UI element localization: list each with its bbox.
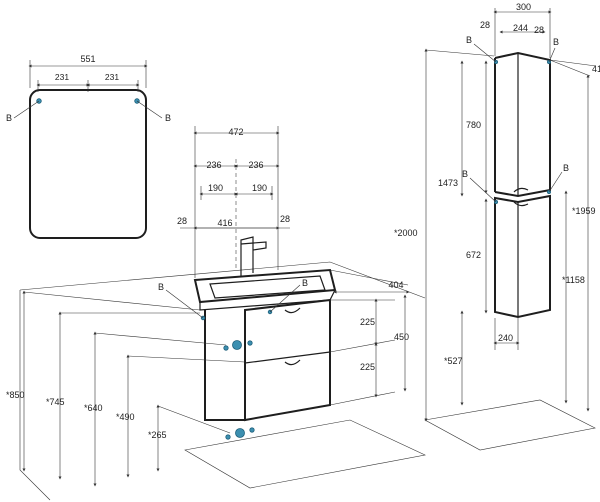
- drain-outlet-icon: [235, 428, 245, 438]
- height-745-label: *745: [46, 397, 65, 407]
- vanity-right-dimensions: 404 225 225 450: [329, 269, 410, 406]
- height-490-label: *490: [116, 412, 135, 422]
- column-upper-body: [494, 51, 551, 198]
- half-236-left-label: 236: [206, 160, 221, 170]
- mirror-half-right-label: 231: [105, 72, 119, 82]
- column-b-mid-right: B: [563, 163, 569, 173]
- height-265-label: *265: [148, 430, 167, 440]
- dim-190-right-label: 190: [252, 183, 267, 193]
- dim-28-left-label: 28: [177, 216, 187, 226]
- height-640-label: *640: [84, 403, 103, 413]
- faucet: [240, 236, 254, 276]
- vanity-width-label: 472: [228, 127, 243, 137]
- inlet-left-icon: [223, 345, 229, 351]
- mirror-b-left: B: [6, 113, 12, 123]
- column-672-label: 672: [466, 250, 481, 260]
- column-depth-300-label: 300: [516, 2, 531, 12]
- vanity-b-left: B: [158, 282, 164, 292]
- floor-planes: [19, 261, 596, 501]
- mirror-b-right: B: [165, 113, 171, 123]
- column-1158-label: *1158: [562, 275, 585, 285]
- vanity-group: B B: [158, 236, 337, 440]
- basin-416-label: 416: [217, 218, 232, 228]
- cabinet-left-side: [204, 310, 246, 421]
- height-850-label: *850: [6, 390, 25, 400]
- mirror-group: 551 231 231 B B: [6, 54, 171, 239]
- column-base-240-label: 240: [498, 333, 513, 343]
- water-inlet-icon: [232, 340, 242, 350]
- half-236-right-label: 236: [248, 160, 263, 170]
- column-b-top-left: B: [466, 35, 472, 45]
- dim-28-right-label: 28: [280, 214, 290, 224]
- column-28-left-label: 28: [480, 20, 490, 30]
- drawer-lower-label: 225: [360, 362, 375, 372]
- basin-top: [193, 268, 337, 304]
- mirror-frame: [29, 89, 147, 239]
- column-b-top-right: B: [553, 37, 559, 47]
- body-450-label: 450: [394, 332, 409, 342]
- column-b-mid-left: B: [462, 169, 468, 179]
- inlet-right-icon: [247, 340, 253, 346]
- column-1473-label: 1473: [438, 178, 458, 188]
- mirror-half-left-label: 231: [55, 72, 69, 82]
- floor-height-dimensions: *850 *745 *640 *490 *265: [6, 290, 246, 487]
- column-527-label: *527: [444, 356, 463, 366]
- column-dimensions: 300 244 28 28 415 *2000 1473 780 672 *52…: [394, 2, 600, 422]
- vanity-b-right: B: [302, 278, 308, 288]
- column-28-right-label: 28: [534, 25, 544, 35]
- column-width-244-label: 244: [513, 23, 528, 33]
- column-lower-body: [494, 194, 551, 319]
- drain-right-icon: [249, 427, 255, 433]
- drain-left-icon: [225, 434, 231, 440]
- mirror-width-label: 551: [80, 54, 95, 64]
- vanity-top-dimensions: 472 236 236 190 190 416 28 28: [177, 126, 290, 278]
- depth-404-label: 404: [388, 280, 403, 290]
- dim-190-left-label: 190: [208, 183, 223, 193]
- drawer-upper-label: 225: [360, 317, 375, 327]
- column-1959-label: *1959: [572, 206, 596, 216]
- cabinet-front: [244, 298, 331, 422]
- column-side-415-label: 415: [592, 64, 600, 74]
- column-2000-label: *2000: [394, 228, 418, 238]
- column-780-label: 780: [466, 120, 481, 130]
- column-cabinet-group: B B B B: [462, 35, 569, 319]
